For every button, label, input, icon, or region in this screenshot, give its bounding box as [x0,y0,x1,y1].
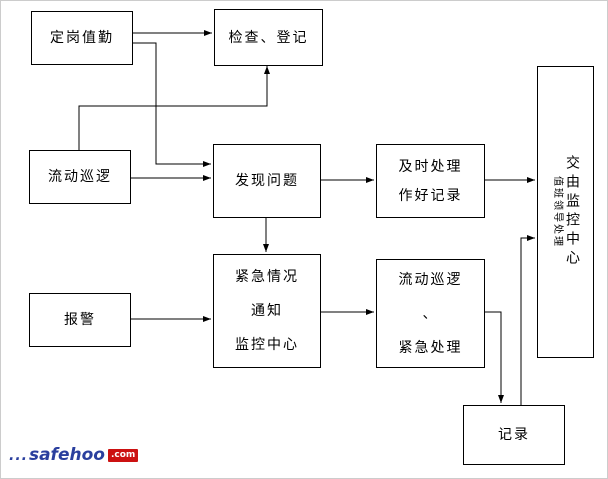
box-mobile-patrol: 流动巡逻 [29,150,131,204]
safehoo-logo-name: safehoo [28,445,105,465]
box-monitor-center-sub-label: 值班领导处理 [552,176,563,248]
box-alarm-label: 报警 [64,312,96,328]
box-patrol-emergency-handle: 流动巡逻 、 紧急处理 [376,259,485,368]
box-record-label: 记录 [498,427,530,443]
box-patrol-handle-line2: 、 [422,305,439,322]
box-timely-handle-line2: 作好记录 [398,187,463,204]
box-find-problem-label: 发现问题 [235,173,299,189]
box-alarm: 报警 [29,293,131,347]
safehoo-logo-dots: ... [9,447,28,464]
safehoo-logo: ... safehoo .com [9,445,139,465]
box-emergency-line2: 通知 [251,303,283,319]
box-timely-handle-line1: 及时处理 [398,158,463,175]
box-monitor-center-main-label: 交由监控中心 [564,155,580,269]
arrow-mobilepatrol-to-check [78,66,270,150]
box-record: 记录 [463,405,565,465]
box-check-register: 检查、登记 [214,9,323,66]
box-patrol-handle-line1: 流动巡逻 [398,271,463,288]
box-find-problem: 发现问题 [213,144,321,218]
box-timely-handle-record: 及时处理 作好记录 [376,144,485,218]
box-mobile-patrol-label: 流动巡逻 [48,169,112,185]
box-emergency-line3: 监控中心 [235,337,299,353]
box-check-register-label: 检查、登记 [228,29,309,46]
box-emergency-notify-center: 紧急情况 通知 监控中心 [213,254,321,368]
arrow-record-to-monitorcenter [520,235,535,405]
box-emergency-line1: 紧急情况 [235,269,299,285]
box-monitor-center-duty-leader: 值班领导处理 交由监控中心 [537,66,594,358]
arrow-fixedpost-to-findproblem [131,42,211,167]
box-fixed-post-duty-label: 定岗值勤 [50,30,114,46]
arrow-patrolhandle-to-record [483,311,504,403]
box-fixed-post-duty: 定岗值勤 [31,11,133,65]
safehoo-logo-suffix: .com [107,449,139,462]
box-patrol-handle-line3: 紧急处理 [398,339,463,356]
